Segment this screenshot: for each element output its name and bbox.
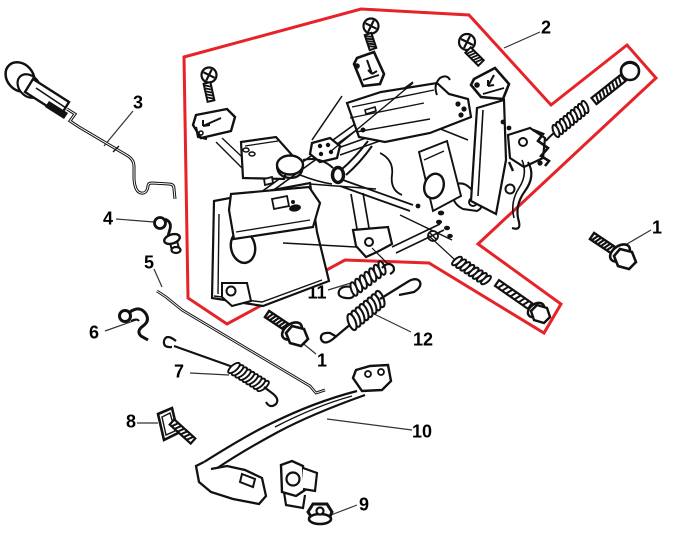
svg-text:5: 5 [144,253,154,273]
svg-text:7: 7 [174,362,184,382]
svg-text:10: 10 [412,422,432,442]
svg-text:8: 8 [126,412,136,432]
svg-text:2: 2 [541,18,551,38]
svg-text:1: 1 [317,351,327,371]
svg-text:12: 12 [413,330,433,350]
svg-text:6: 6 [89,323,99,343]
svg-text:3: 3 [133,93,143,113]
svg-text:9: 9 [359,495,369,515]
svg-text:1: 1 [652,218,662,238]
svg-text:4: 4 [103,209,113,229]
